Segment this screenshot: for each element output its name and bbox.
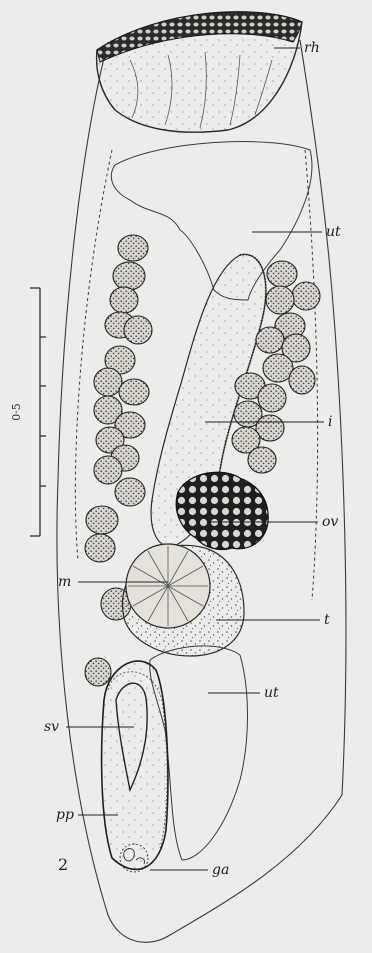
label-ov: ov — [322, 514, 338, 530]
cirrus-pouch — [102, 661, 168, 869]
label-pp: pp — [56, 807, 74, 823]
label-i: i — [328, 414, 332, 430]
label-ut-lower: ut — [264, 685, 279, 701]
label-rh: rh — [304, 40, 320, 56]
label-ut-upper: ut — [326, 224, 341, 240]
scale-bar — [30, 288, 46, 536]
figure-number: 2 — [58, 855, 68, 874]
label-t: t — [324, 612, 330, 628]
label-sv: sv — [44, 719, 59, 735]
scale-bar-label: 0·5 — [10, 403, 23, 421]
ovary — [176, 472, 268, 549]
label-m: m — [58, 574, 71, 590]
label-ga: ga — [212, 862, 229, 878]
